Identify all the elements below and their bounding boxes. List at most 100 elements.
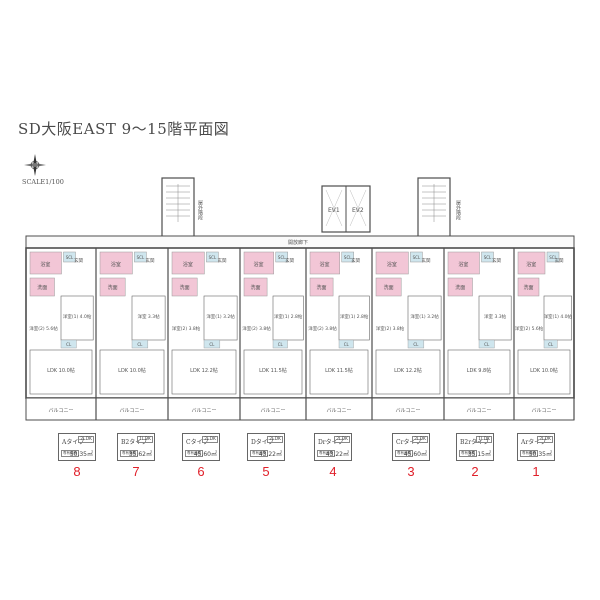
room1-label: 洋室(1) 2.8帖	[274, 313, 303, 320]
unit-area-value: 50.35㎡	[528, 451, 552, 458]
room2-label: 洋室(2) 5.6帖	[29, 325, 58, 332]
area-caption: 専有面積	[520, 450, 538, 457]
ldk-label: LDK 12.2帖	[394, 367, 422, 374]
area-caption: 専有面積	[317, 450, 335, 457]
room2-label: 洋室(2) 3.8帖	[308, 325, 337, 332]
balcony-label: バルコニー	[327, 408, 352, 414]
closet	[60, 339, 77, 349]
unit-type-label: Cタイプ	[186, 439, 209, 446]
ldk-room	[517, 349, 571, 395]
closet	[478, 339, 495, 349]
balcony-strip	[25, 397, 575, 421]
western-room-1	[131, 295, 166, 341]
cl-label: CL	[413, 342, 419, 347]
unit-layout-badge: 2LDK	[78, 436, 94, 443]
ev2-label: EV2	[352, 207, 364, 214]
entrance-label: 玄関	[218, 257, 227, 264]
unit-layout-badge: 2LDK	[537, 436, 553, 443]
bathroom-area	[29, 251, 62, 275]
ldk-room	[309, 349, 369, 395]
unit-type-label: Dタイプ	[251, 439, 274, 446]
western-room-1	[543, 295, 572, 341]
western-room-1	[407, 295, 442, 341]
bath-label: 浴室	[183, 261, 193, 268]
bathroom-area	[447, 251, 480, 275]
unit-type-label: Crタイプ	[396, 439, 422, 446]
stairs-label-right: 屋外階段	[455, 200, 461, 221]
unit-layout-badge: 2LDK	[412, 436, 428, 443]
bathroom-area	[171, 251, 205, 275]
ldk-label: LDK 11.5帖	[259, 367, 287, 374]
unit-area-value: 43.22㎡	[258, 451, 282, 458]
bath-label: 浴室	[320, 261, 330, 268]
bath-label: 浴室	[254, 261, 264, 268]
area-caption: 専有面積	[250, 450, 268, 457]
bathroom-area	[309, 251, 340, 275]
unit-area-value: 45.60㎡	[403, 451, 427, 458]
closet	[338, 339, 354, 349]
unit-type-label: B2タイプ	[121, 439, 148, 446]
elevator-core	[321, 185, 371, 233]
bathroom-area	[375, 251, 409, 275]
scl-label: SCL	[344, 255, 352, 260]
area-caption: 専有面積	[120, 450, 138, 457]
balcony-label: バルコニー	[261, 408, 286, 414]
scl-label: SCL	[278, 255, 286, 260]
wash-area	[309, 277, 334, 297]
bath-label: 浴室	[40, 261, 50, 268]
ldk-label: LDK 10.0帖	[118, 367, 146, 374]
north-compass-icon	[24, 154, 46, 176]
scl-storage	[275, 251, 288, 263]
western-room-1	[203, 295, 238, 341]
ldk-label: LDK 10.0帖	[530, 367, 558, 374]
cl-label: CL	[344, 342, 350, 347]
entrance-label: 玄関	[422, 257, 431, 264]
area-caption: 専有面積	[459, 450, 477, 457]
scl-storage	[134, 251, 147, 263]
area-caption: 専有面積	[185, 450, 203, 457]
room2-label: 洋室(2) 3.8帖	[376, 325, 405, 332]
unit-type-label: Aタイプ	[62, 439, 85, 446]
ev1-label: EV1	[328, 207, 340, 214]
scale-label: SCALE1/100	[22, 178, 64, 186]
wash-label: 洗面	[37, 284, 47, 291]
unit-number: 4	[329, 464, 337, 479]
unit-number: 1	[532, 464, 540, 479]
wash-area	[375, 277, 402, 297]
unit-type-label: Drタイプ	[318, 439, 344, 446]
balcony-label: バルコニー	[467, 408, 492, 414]
wash-label: 洗面	[108, 284, 118, 291]
entrance-label: 玄関	[285, 257, 294, 264]
balcony-label: バルコニー	[49, 408, 74, 414]
wash-label: 洗面	[455, 284, 465, 291]
unit-area-value: 50.35㎡	[69, 451, 93, 458]
ldk-label: LDK 12.2帖	[190, 367, 218, 374]
unit-area-value: 45.60㎡	[193, 451, 217, 458]
room2-label: 洋室(2) 5.6帖	[515, 325, 544, 332]
area-caption: 専有面積	[395, 450, 413, 457]
wash-area	[29, 277, 55, 297]
scl-label: SCL	[66, 255, 74, 260]
stairs-label-left: 屋外階段	[197, 200, 203, 221]
cl-label: CL	[548, 342, 554, 347]
unit-layout-badge: 2LDK	[267, 436, 283, 443]
unit-number: 5	[262, 464, 270, 479]
wash-area	[171, 277, 198, 297]
page-title: SD大阪EAST 9〜15階平面図	[18, 120, 230, 138]
scl-storage	[481, 251, 494, 263]
room2-label: 洋室(2) 3.8帖	[242, 325, 271, 332]
closet	[272, 339, 288, 349]
scl-label: SCL	[484, 255, 492, 260]
room1-label: 洋室(1) 3.2帖	[410, 313, 439, 320]
cl-label: CL	[209, 342, 215, 347]
unit-area-value: 43.22㎡	[325, 451, 349, 458]
